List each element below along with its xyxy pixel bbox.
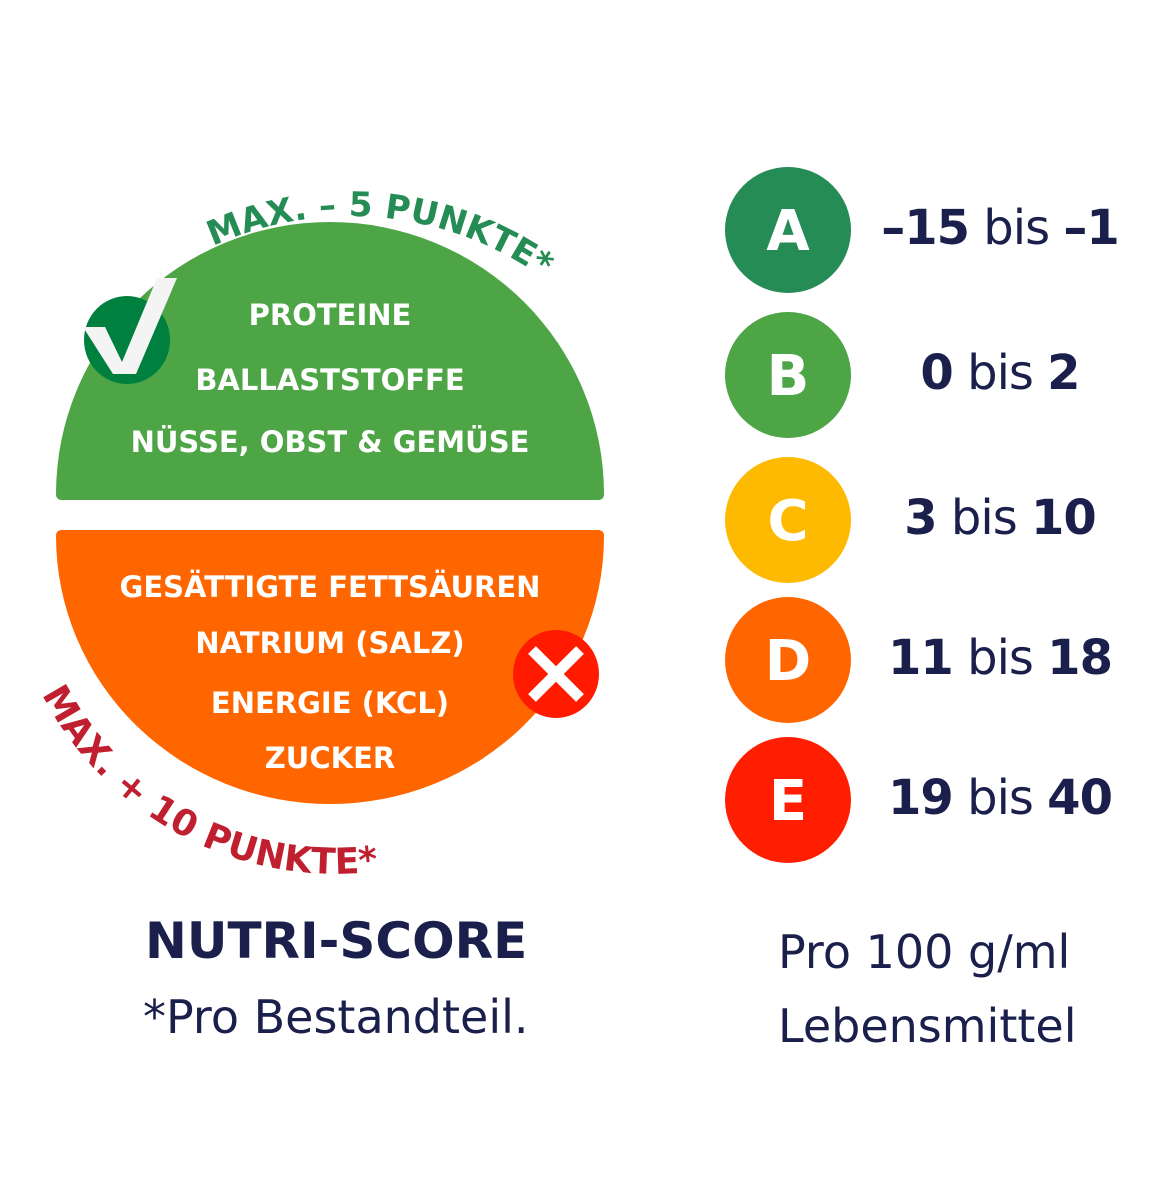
range-bis: bis: [983, 200, 1050, 256]
unit-line: Lebensmittel: [778, 999, 1077, 1053]
range-to: 2: [1047, 345, 1080, 401]
negative-item: ZUCKER: [265, 741, 395, 775]
range-bis: bis: [967, 345, 1034, 401]
grade-letter: B: [767, 344, 810, 409]
positive-item: PROTEINE: [249, 298, 412, 332]
range-bis: bis: [950, 490, 1018, 546]
grade-letter: A: [766, 199, 810, 264]
footnote: *Pro Bestandteil.: [143, 990, 529, 1044]
grade-badge-d: [725, 597, 851, 723]
negative-half-circle: [56, 530, 604, 804]
negative-item: ENERGIE (KCL): [211, 686, 449, 720]
range-bis: bis: [967, 630, 1034, 686]
grade-badge-c: [725, 457, 851, 583]
range-to: 10: [1030, 490, 1097, 546]
grade-badge-a: [725, 167, 851, 293]
grade-range: 0 bis 2: [870, 345, 1130, 401]
positive-item: BALLASTSTOFFE: [195, 363, 464, 397]
positive-item: NÜSSE, OBST & GEMÜSE: [131, 425, 530, 459]
check-icon: [83, 278, 177, 384]
grade-range: 3 bis 10: [870, 490, 1130, 546]
positive-half-circle: [56, 222, 604, 500]
nutri-score-title: NUTRI-SCORE: [145, 912, 528, 970]
grade-letter: D: [765, 629, 811, 694]
range-to: 40: [1047, 770, 1113, 826]
negative-item: NATRIUM (SALZ): [195, 626, 464, 660]
unit-note: Pro 100 g/ml Lebensmittel: [778, 915, 1076, 1063]
grade-badge-b: [725, 312, 851, 438]
grade-range: 19 bis 40: [870, 770, 1130, 826]
range-from: 3: [904, 490, 937, 546]
range-to: –1: [1063, 200, 1119, 256]
range-from: 19: [888, 770, 954, 826]
unit-line: Pro 100 g/ml: [778, 925, 1071, 979]
range-to: 18: [1047, 630, 1113, 686]
range-from: 0: [920, 345, 953, 401]
range-bis: bis: [967, 770, 1034, 826]
grade-letter: C: [767, 489, 808, 554]
range-from: –15: [881, 200, 970, 256]
range-from: 11: [888, 630, 954, 686]
grade-letter: E: [769, 769, 807, 834]
negative-item: GESÄTTIGTE FETTSÄUREN: [120, 570, 541, 604]
cross-icon: [513, 630, 599, 718]
grade-badge-e: [725, 737, 851, 863]
grade-range: –15 bis –1: [870, 200, 1130, 256]
grade-range: 11 bis 18: [870, 630, 1130, 686]
